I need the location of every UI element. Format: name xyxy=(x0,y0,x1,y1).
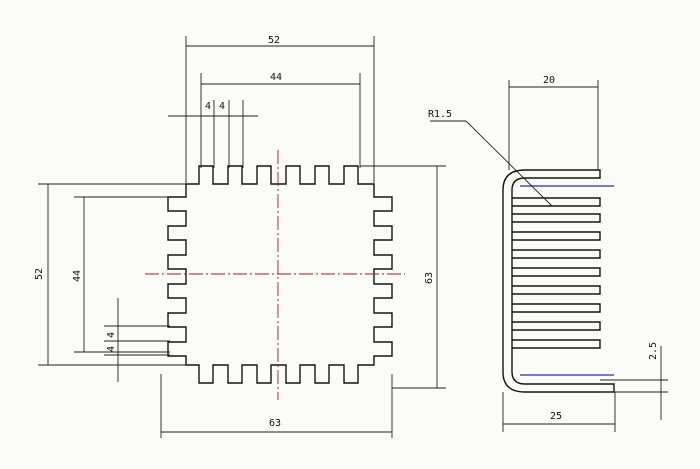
dim-fin-pitch-top: 4 4 xyxy=(168,100,258,168)
dim-label-44-top: 44 xyxy=(270,72,282,83)
dim-side-thickness: 2.5 xyxy=(600,342,668,420)
front-view xyxy=(145,150,405,400)
dim-label-52-left: 52 xyxy=(34,268,45,280)
dim-top-inner-width: 44 xyxy=(200,72,361,168)
dim-label-radius: R1.5 xyxy=(428,109,452,120)
dim-top-outer-width: 52 xyxy=(185,35,375,183)
heatsink-front-outline xyxy=(167,165,393,384)
dim-label-fin-gap-left: 4 xyxy=(106,332,117,338)
dim-bottom-width: 63 xyxy=(160,374,393,438)
dim-left-inner-height: 44 xyxy=(72,196,170,353)
dim-label-20: 20 xyxy=(543,75,555,86)
dim-left-outer-height: 52 xyxy=(34,183,186,366)
dim-right-height: 63 xyxy=(360,165,446,389)
dim-label-fin-thickness-left: 4 xyxy=(106,346,117,352)
dim-fin-pitch-left: 4 4 xyxy=(104,298,170,382)
dim-label-fin-thickness-top: 4 xyxy=(205,101,211,112)
heatsink-side-fins xyxy=(502,169,615,393)
dim-label-fin-gap-top: 4 xyxy=(219,101,225,112)
dim-label-63-right: 63 xyxy=(424,272,435,284)
side-view xyxy=(502,169,615,393)
dim-label-44-left: 44 xyxy=(72,270,83,282)
radius-callout: R1.5 xyxy=(428,109,553,207)
dim-label-63-bottom: 63 xyxy=(269,418,281,429)
dim-label-25: 25 xyxy=(550,411,562,422)
dim-label-2-5: 2.5 xyxy=(648,342,659,360)
dim-side-width-top: 20 xyxy=(508,75,599,170)
dim-label-52-top: 52 xyxy=(268,35,280,46)
centerlines xyxy=(145,150,405,400)
dim-side-width-bottom: 25 xyxy=(502,392,616,432)
